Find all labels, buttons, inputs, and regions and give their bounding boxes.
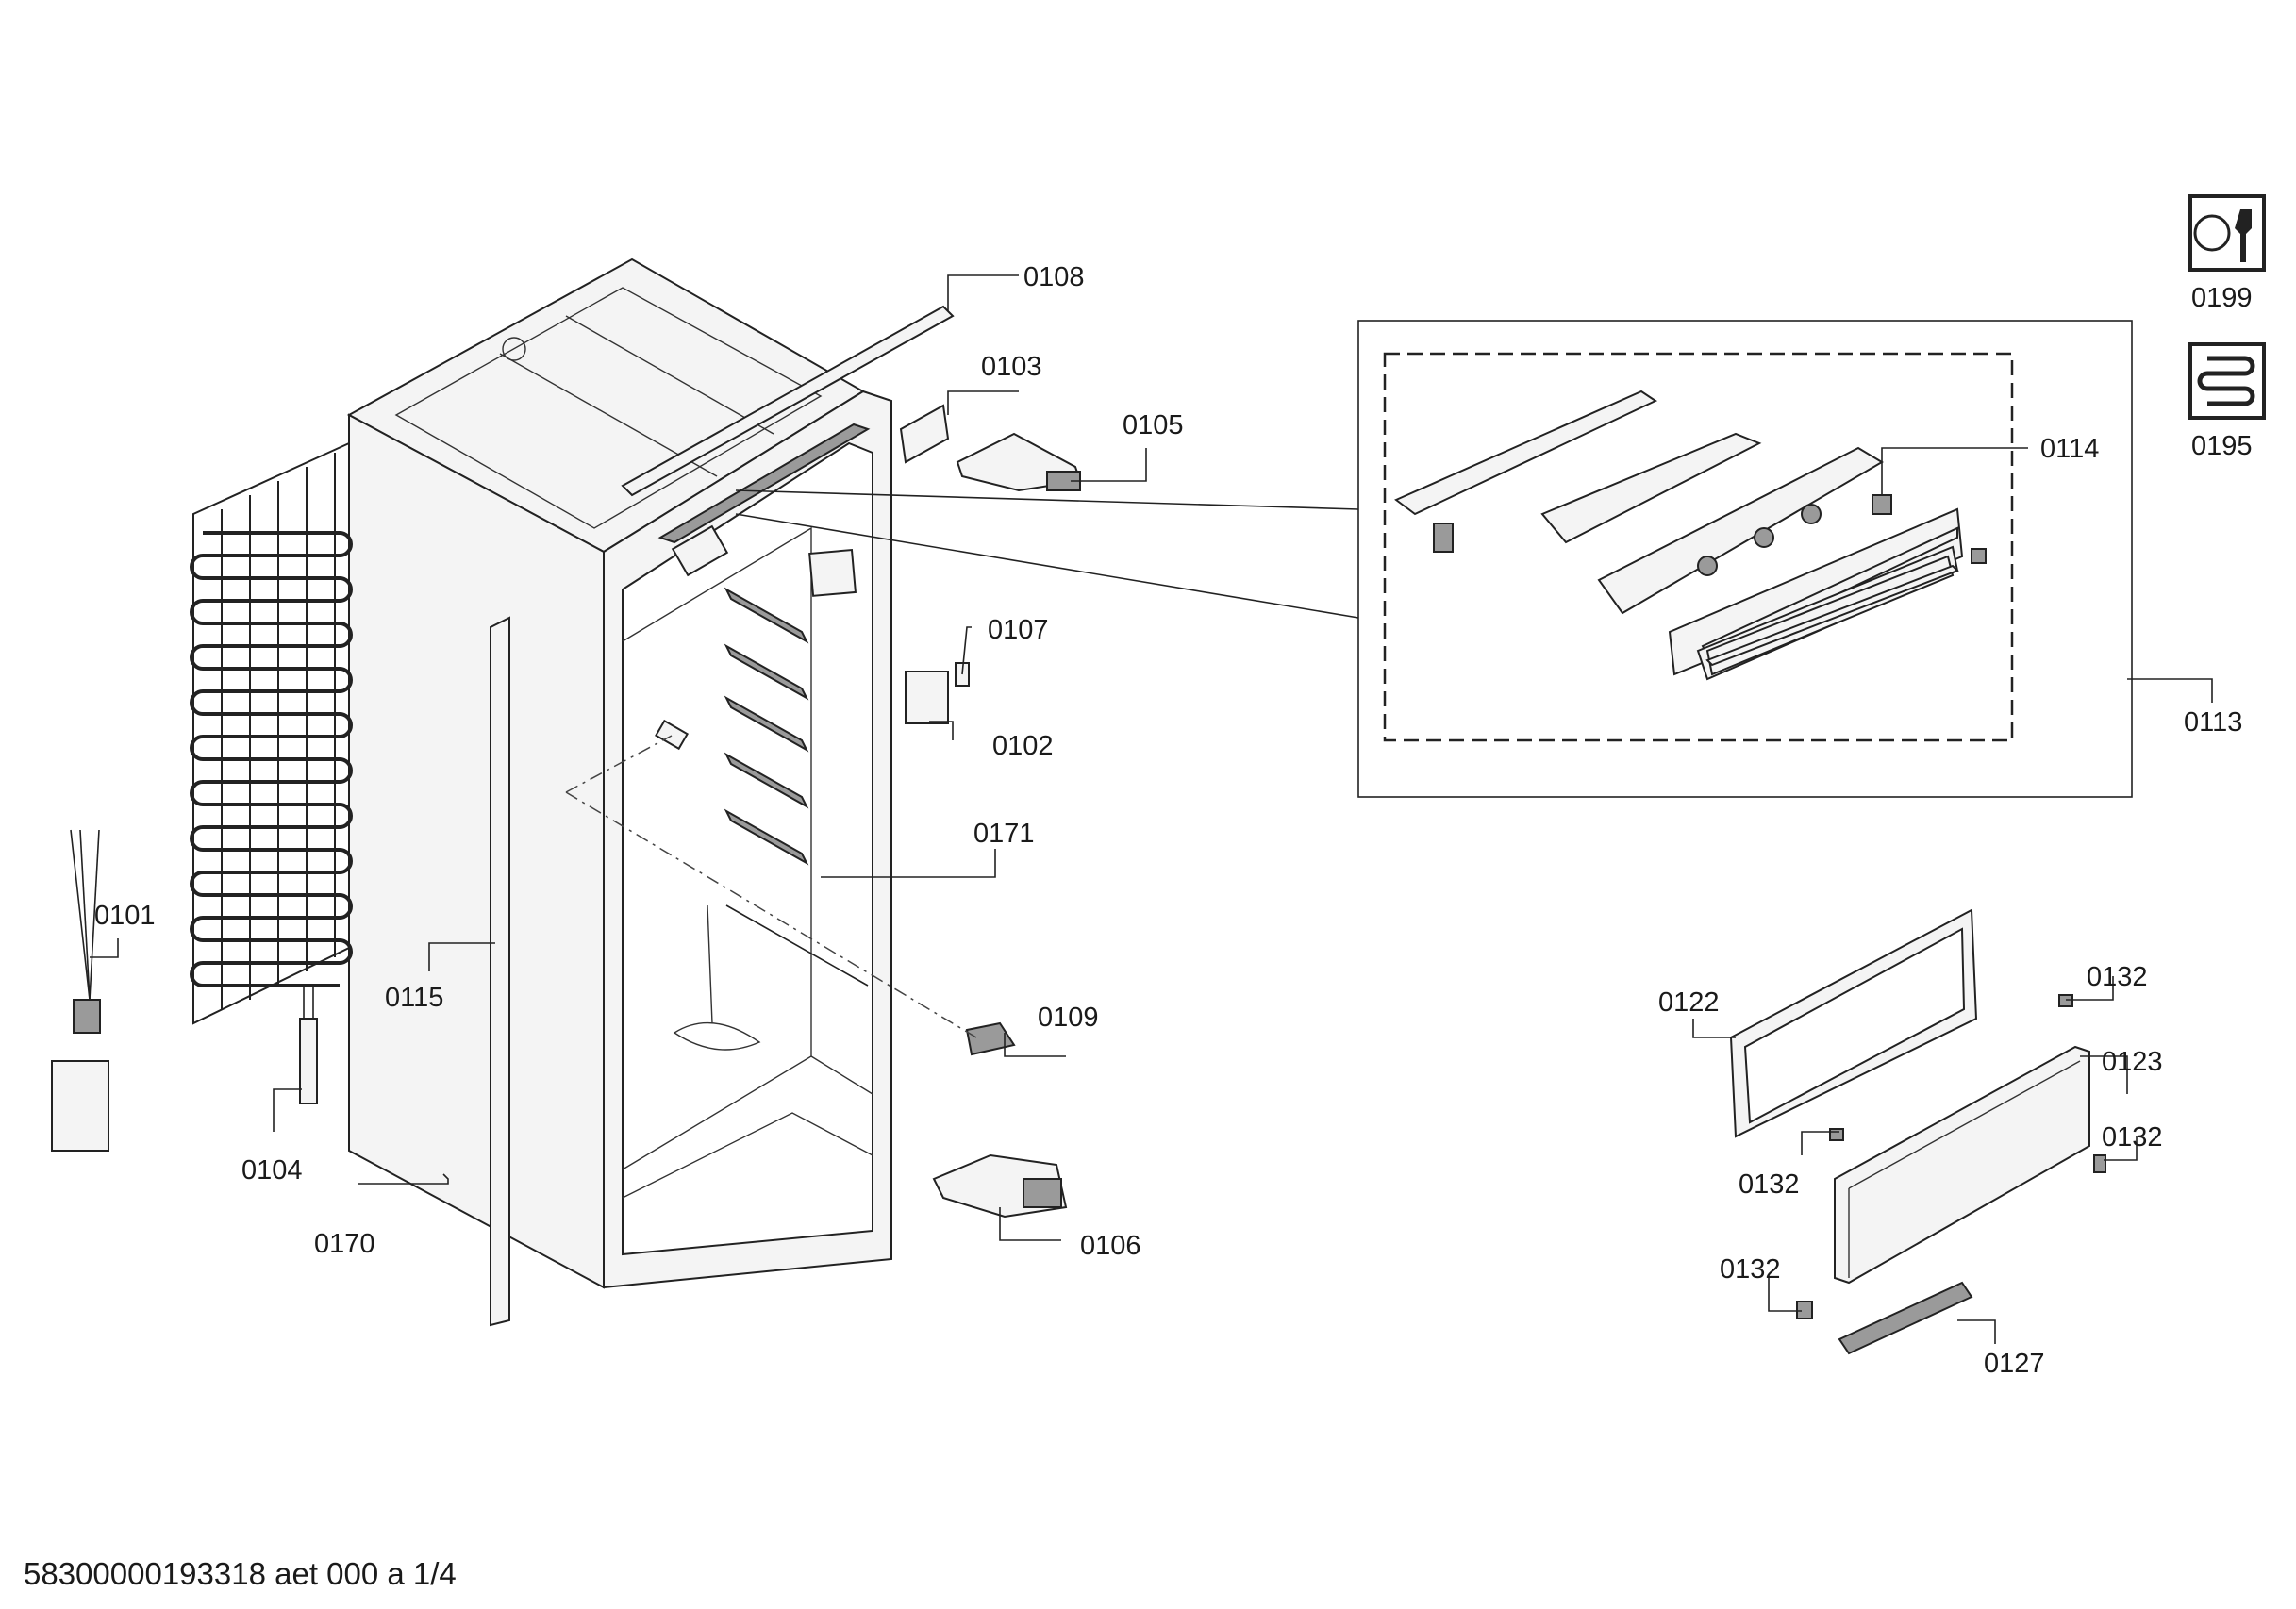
part-number-labels: 0108 0103 0105 0107 0102 0171 0101 0115 … [94, 262, 2253, 1379]
rating-plate [905, 671, 949, 724]
shelf-rails [724, 587, 869, 987]
label-0113: 0113 [2184, 707, 2242, 738]
clip-d [1796, 1301, 1813, 1319]
lower-hinge [932, 1153, 1068, 1219]
label-0122: 0122 [1658, 987, 1720, 1018]
coil-heater-icon [2188, 342, 2266, 420]
gasket-piece [899, 404, 950, 464]
label-0132-mid-right: 0132 [2102, 1122, 2163, 1153]
refrigerator-cabinet [346, 257, 892, 1289]
leader-lines [90, 274, 2213, 1344]
clip-c [2093, 1154, 2106, 1173]
label-0109: 0109 [1038, 1003, 1099, 1033]
label-0199: 0199 [2191, 283, 2253, 313]
label-0171: 0171 [973, 819, 1035, 849]
temperature-sensor [299, 986, 318, 1104]
clip-b [1829, 1128, 1844, 1141]
label-0132-top: 0132 [2087, 962, 2148, 992]
side-trim-strip [490, 616, 510, 1327]
label-0106: 0106 [1080, 1231, 1141, 1261]
upper-hinge [956, 432, 1082, 492]
door-panel [1834, 1045, 2090, 1285]
label-0114: 0114 [2040, 434, 2099, 464]
label-0132-mid-left: 0132 [1739, 1169, 1800, 1200]
door-handle [1838, 1281, 1973, 1355]
document-footer: 58300000193318 aet 000 a 1/4 [24, 1556, 457, 1591]
label-0107: 0107 [988, 615, 1049, 645]
service-wrench-icon [2188, 194, 2266, 272]
clip-a [2058, 994, 2073, 1007]
label-0104: 0104 [241, 1155, 303, 1186]
label-0123: 0123 [2102, 1047, 2163, 1077]
label-0102: 0102 [992, 731, 1054, 761]
label-0108: 0108 [1023, 262, 1085, 292]
label-0101: 0101 [94, 901, 156, 931]
control-module-inset [735, 320, 2133, 798]
label-0132-bottom: 0132 [1720, 1254, 1781, 1285]
label-0103: 0103 [981, 352, 1042, 382]
top-rail-part [621, 305, 955, 497]
label-0127: 0127 [1984, 1349, 2045, 1379]
door-gasket-frame [1729, 908, 1978, 1138]
label-0195: 0195 [2191, 431, 2253, 461]
label-0105: 0105 [1123, 410, 1184, 440]
light-switch [965, 1021, 1016, 1056]
condenser-coil [190, 441, 353, 1025]
label-0115: 0115 [385, 983, 443, 1013]
power-cord [51, 829, 109, 1152]
label-0170: 0170 [314, 1229, 375, 1259]
